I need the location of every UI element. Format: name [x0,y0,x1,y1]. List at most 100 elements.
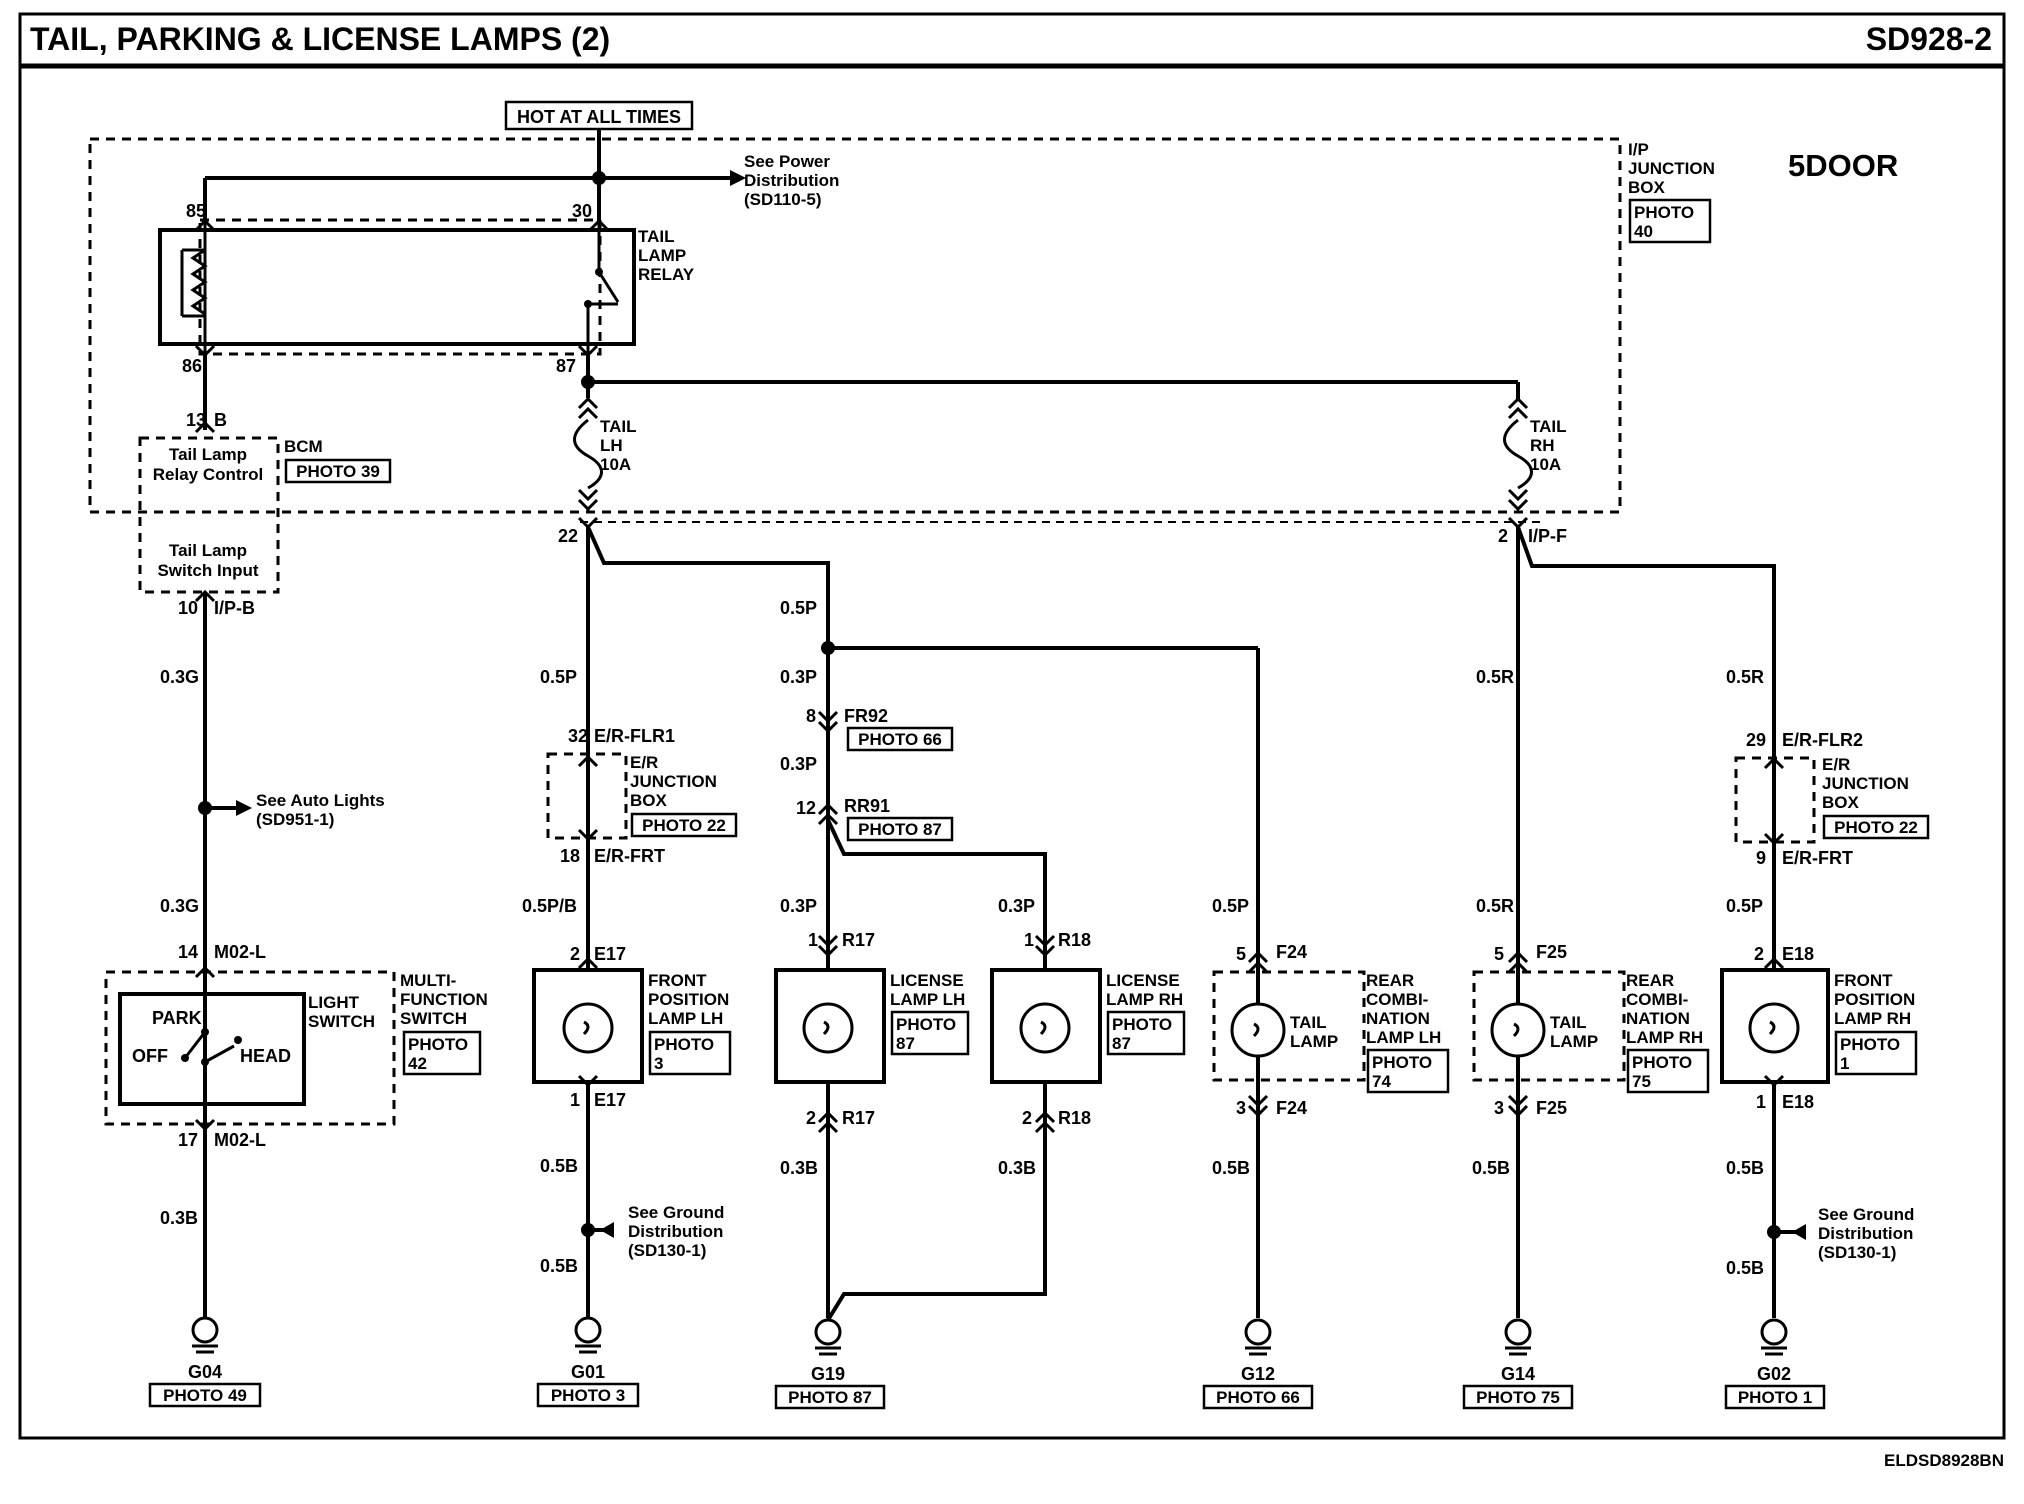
lic-rh-label-1: LICENSE [1106,971,1180,990]
wire-label-05b-rcl-lh: 0.5B [1212,1158,1250,1178]
fpl-rh-conn-top: E18 [1782,944,1814,964]
fuse-lh-label-3: 10A [600,455,631,474]
power-ref-2: Distribution [744,171,839,190]
fuse-lh-label-1: TAIL [600,417,637,436]
light-switch-label-2: SWITCH [308,1012,375,1031]
fpl-rh-photo-1: PHOTO [1840,1035,1900,1054]
fpl-rh-pin-bot: 1 [1756,1092,1766,1112]
ground-g01-photo: PHOTO 3 [551,1386,625,1405]
fr92-photo: PHOTO 66 [858,730,942,749]
mfs-pin-14: 14 [178,942,198,962]
power-feed [203,129,746,222]
erjb-rh-photo-box [1822,814,1930,840]
rcl-lh-photo-1: PHOTO [1372,1053,1432,1072]
fpl-lh-photo-1: PHOTO [654,1035,714,1054]
rcl-rh-inner-1: TAIL [1550,1013,1587,1032]
wire-label-05b-rcl-rh: 0.5B [1472,1158,1510,1178]
ipjb-label-3: BOX [1628,178,1666,197]
rr91-photo: PHOTO 87 [858,820,942,839]
rcl-rh-conn-top: F25 [1536,942,1567,962]
rear-combination-lamp-lh [1212,950,1366,1118]
fpl-rh-label-2: POSITION [1834,990,1915,1009]
hot-label: HOT AT ALL TIMES [517,107,681,127]
ground-g12-label: G12 [1241,1364,1275,1384]
ground-ref-arrow-rh [1792,1224,1806,1240]
erjb-rh-conn-top: E/R-FLR2 [1782,730,1863,750]
rcl-rh-label-2: COMBI- [1626,990,1688,1009]
mfs-pin-17-conn: M02-L [214,1130,266,1150]
bcm-pin-13-conn: B [214,410,227,430]
rcl-rh-label-1: REAR [1626,971,1674,990]
mfs-photo-2: 42 [408,1054,427,1073]
fr92-conn: FR92 [844,706,888,726]
rcl-rh-conn-bot: F25 [1536,1098,1567,1118]
ground-g02 [1760,1318,1788,1356]
wire-label-03b-lic-lh: 0.3B [780,1158,818,1178]
fuse-rh-label-2: RH [1530,436,1555,455]
power-ref-3: (SD110-5) [744,190,821,209]
lic-rh-pin-top: 1 [1024,930,1034,950]
front-position-lamp-lh [532,956,644,1088]
ground-g04-photo: PHOTO 49 [163,1386,247,1405]
ground-ref-rh-2: Distribution [1818,1224,1913,1243]
bcm-photo: PHOTO 39 [296,462,380,481]
mfs-label-1: MULTI- [400,971,456,990]
erjb-lh-photo: PHOTO 22 [642,816,726,835]
lic-rh-conn-bot: R18 [1058,1108,1091,1128]
wire-label-05r-a: 0.5R [1476,667,1514,687]
power-ref-1: See Power [744,152,830,171]
erjb-rh-pin-top: 29 [1746,730,1766,750]
ground-g04 [191,1316,219,1354]
license-lamp-rh [990,934,1102,1134]
ground-ref-lh-2: Distribution [628,1222,723,1241]
wire-label-05b-lh-a: 0.5B [540,1156,578,1176]
lic-lh-label-2: LAMP LH [890,990,965,1009]
fpl-lh-label-3: LAMP LH [648,1009,723,1028]
bcm-pin-10: 10 [178,598,198,618]
ipjb-label-1: I/P [1628,140,1649,159]
er-junction-box-lh [546,752,628,842]
diagram-frame [18,12,2006,1440]
erjb-lh-photo-box [630,812,738,838]
ground-ref-rh-3: (SD130-1) [1818,1243,1896,1262]
fpl-lh-pin-top: 2 [570,944,580,964]
auto-lights-arrow [236,800,252,816]
fpl-lh-photo-box [648,1030,732,1076]
fuse-tail-lh [573,396,603,512]
fr92-terminal-2 [817,720,839,734]
rr91-terminal [817,802,839,816]
wire-label-05b-rh-a: 0.5B [1726,1158,1764,1178]
footer-code: ELDSD8928BN [1884,1451,2004,1470]
fpl-rh-photo-box [1834,1030,1918,1076]
rcl-rh-label-4: LAMP RH [1626,1028,1703,1047]
erjb-rh-label-2: JUNCTION [1822,774,1909,793]
relay-pin-86: 86 [182,356,202,376]
ground-ref-rh-1: See Ground [1818,1205,1914,1224]
wire-label-05p-rh: 0.5P [1726,896,1763,916]
relay-pin-85: 85 [186,201,206,221]
lic-lh-photo-1: PHOTO [896,1015,956,1034]
switch-head-label: HEAD [240,1046,291,1066]
fuse-rh-label-3: 10A [1530,455,1561,474]
relay-output-bus [581,354,1520,400]
fpl-lh-label-2: POSITION [648,990,729,1009]
ip-junction-box [88,137,1622,514]
wire-label-05r-b: 0.5R [1726,667,1764,687]
rcl-rh-photo-1: PHOTO [1632,1053,1692,1072]
rcl-lh-label-3: NATION [1366,1009,1430,1028]
hot-label-box [504,100,694,131]
erjb-rh-conn-bot: E/R-FRT [1782,848,1853,868]
lic-lh-conn-top: R17 [842,930,875,950]
fpl-rh-photo-2: 1 [1840,1054,1849,1073]
bcm-pin-13: 13 [186,410,206,430]
relay-label-2: LAMP [638,246,686,265]
ground-g14 [1504,1318,1532,1356]
rcl-lh-photo-2: 74 [1372,1072,1391,1091]
rcl-lh-conn-top: F24 [1276,942,1307,962]
mfs-label-2: FUNCTION [400,990,488,1009]
relay-pin-87: 87 [556,356,576,376]
wire-label-05p-lh: 0.5P [540,667,577,687]
er-junction-box-rh [1734,756,1816,846]
rh-branch-wiring [1516,526,1776,1318]
ground-g02-photo-box [1724,1384,1826,1410]
